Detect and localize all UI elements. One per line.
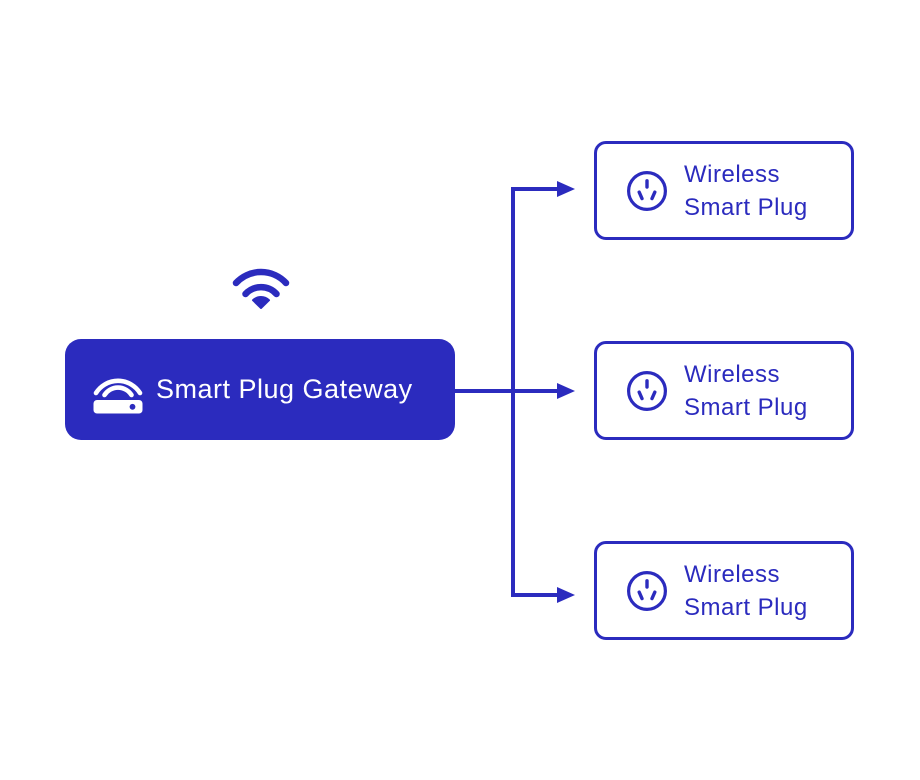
plug-label-line2: Smart Plug xyxy=(684,393,808,421)
plug-label-line2: Smart Plug xyxy=(684,593,808,621)
plug-label-line1: Wireless xyxy=(684,360,781,388)
plug-label-line1: Wireless xyxy=(684,160,781,188)
gateway-label: Smart Plug Gateway xyxy=(156,374,413,404)
gateway-node: Smart Plug Gateway xyxy=(65,339,455,440)
power-outlet-icon xyxy=(625,169,669,213)
plug-label-line1: Wireless xyxy=(684,560,781,588)
wifi-signal-icon xyxy=(231,267,291,309)
plug-node-3: Wireless Smart Plug xyxy=(594,541,854,640)
plug-node-2: Wireless Smart Plug xyxy=(594,341,854,440)
power-outlet-icon xyxy=(625,569,669,613)
plug-label: Wireless Smart Plug xyxy=(684,558,808,624)
arrowhead-middle xyxy=(557,383,575,399)
arrowhead-bottom xyxy=(557,587,575,603)
plug-node-1: Wireless Smart Plug xyxy=(594,141,854,240)
plug-label: Wireless Smart Plug xyxy=(684,158,808,224)
power-outlet-icon xyxy=(625,369,669,413)
plug-label: Wireless Smart Plug xyxy=(684,358,808,424)
plug-label-line2: Smart Plug xyxy=(684,193,808,221)
router-icon xyxy=(92,365,144,415)
arrowhead-top xyxy=(557,181,575,197)
